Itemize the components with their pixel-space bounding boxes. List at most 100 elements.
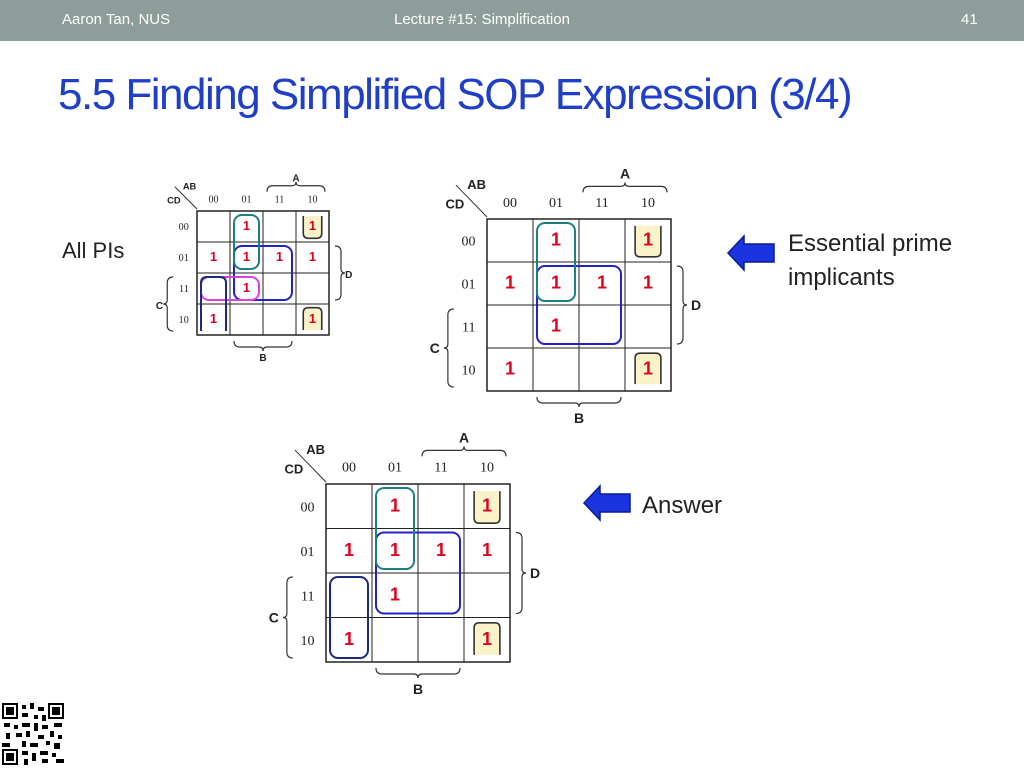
brace-c-label: C xyxy=(430,340,440,356)
kmap-cell-one: 1 xyxy=(505,359,515,379)
kmap-cell-one: 1 xyxy=(482,496,492,516)
col-code-label: 01 xyxy=(388,461,402,476)
page-number: 41 xyxy=(961,11,978,28)
group-quad-blue xyxy=(536,265,622,345)
brace-d-label: D xyxy=(691,297,701,313)
row-code-label: 01 xyxy=(179,253,189,264)
col-code-label: 11 xyxy=(434,461,447,476)
answer-label: Answer xyxy=(642,492,723,519)
row-code-label: 11 xyxy=(301,590,314,605)
row-variable-label: AB xyxy=(467,177,486,192)
col-code-label: 01 xyxy=(241,194,251,205)
kmap-corner-diagonal xyxy=(455,184,488,218)
kmap-cell-one: 1 xyxy=(643,230,653,250)
essential-pi-line2: implicants xyxy=(788,264,895,291)
kmap-cell-one: 1 xyxy=(643,359,653,379)
kmap-cell-one: 1 xyxy=(309,249,316,264)
all-pis-label: All PIs xyxy=(62,238,125,263)
slide-title: 5.5 Finding Simplified SOP Expression (3… xyxy=(58,70,853,119)
col-code-label: 00 xyxy=(208,194,218,205)
brace-d-label: D xyxy=(530,565,540,581)
kmap-cell-one: 1 xyxy=(210,311,217,326)
brace-a xyxy=(266,181,326,192)
brace-d-label: D xyxy=(345,270,352,281)
kmap-cell-one: 1 xyxy=(243,218,250,233)
qr-code-icon xyxy=(2,703,64,765)
col-code-label: 00 xyxy=(503,196,517,211)
kmap-cell-one: 1 xyxy=(344,540,354,560)
brace-c-label: C xyxy=(156,301,163,312)
kmap-cell-one: 1 xyxy=(597,273,607,293)
group-corner-bottom-right xyxy=(473,622,501,655)
group-corner-top-right xyxy=(634,225,662,258)
group-pair-navy xyxy=(329,576,369,659)
lecture-label: Lecture #15: Simplification xyxy=(394,11,570,28)
kmap-cell-one: 1 xyxy=(390,540,400,560)
brace-d xyxy=(334,245,346,301)
row-code-label: 11 xyxy=(179,284,189,295)
kmap-corner-diagonal xyxy=(294,449,327,483)
row-variable-label: AB xyxy=(306,442,325,457)
kmap-cell-one: 1 xyxy=(390,496,400,516)
kmap-cell-one: 1 xyxy=(243,249,250,264)
essential-pi-line1: Essential prime xyxy=(788,230,953,257)
kmap-cell-one: 1 xyxy=(390,585,400,605)
group-quad-blue xyxy=(375,531,461,615)
row-code-label: 10 xyxy=(301,634,315,649)
group-corner-bottom-right-fill xyxy=(303,307,322,331)
group-pair-teal xyxy=(536,222,576,302)
brace-c xyxy=(282,576,293,659)
brace-b xyxy=(536,396,622,408)
kmap-cell-one: 1 xyxy=(551,230,561,250)
brace-a-label: A xyxy=(459,429,469,445)
group-quad-blue xyxy=(233,245,293,301)
group-corner-top-right-fill xyxy=(474,491,500,524)
brace-c-label: C xyxy=(269,610,279,626)
kmap-cell-one: 1 xyxy=(309,218,316,233)
col-code-label: 10 xyxy=(641,196,655,211)
group-pair-navy xyxy=(200,276,227,331)
brace-b xyxy=(375,667,461,679)
kmap-cell-one: 1 xyxy=(309,311,316,326)
col-code-label: 00 xyxy=(342,461,356,476)
row-code-label: 00 xyxy=(301,501,315,516)
col-code-label: 01 xyxy=(549,196,563,211)
col-code-label: 10 xyxy=(480,461,494,476)
kmap-cell-one: 1 xyxy=(210,249,217,264)
group-corner-bottom-right-fill xyxy=(635,353,661,385)
brace-a-label: A xyxy=(620,165,630,181)
brace-b-label: B xyxy=(413,681,423,697)
answer-arrow-icon xyxy=(582,484,631,522)
group-pair-teal xyxy=(233,214,260,270)
row-code-label: 00 xyxy=(179,222,189,233)
row-code-label: 11 xyxy=(462,321,475,336)
col-variable-label: CD xyxy=(284,462,303,477)
group-corner-bottom-right xyxy=(634,352,662,385)
brace-d xyxy=(515,531,527,615)
col-code-label: 11 xyxy=(275,194,285,205)
kmap-cell-one: 1 xyxy=(505,273,515,293)
row-code-label: 01 xyxy=(462,278,476,293)
brace-b xyxy=(233,340,293,352)
kmap-cell-one: 1 xyxy=(276,249,283,264)
essential-pi-label: Essential prime implicants xyxy=(788,227,952,295)
row-code-label: 01 xyxy=(301,545,315,560)
group-corner-top-right-fill xyxy=(635,225,661,257)
brace-a-label: A xyxy=(292,174,300,185)
brace-a xyxy=(421,446,507,457)
group-corner-bottom-right-fill xyxy=(474,622,500,655)
group-corner-top-right xyxy=(302,215,323,240)
group-corner-bottom-right xyxy=(302,306,323,331)
brace-b-label: B xyxy=(259,353,266,364)
kmap-corner-diagonal xyxy=(174,186,198,210)
kmap-cell-one: 1 xyxy=(551,273,561,293)
brace-c xyxy=(443,308,454,388)
essential-arrow-icon xyxy=(726,234,775,272)
brace-c xyxy=(163,276,174,332)
col-code-label: 11 xyxy=(595,196,608,211)
row-code-label: 00 xyxy=(462,235,476,250)
group-corner-top-right-fill xyxy=(303,215,322,239)
